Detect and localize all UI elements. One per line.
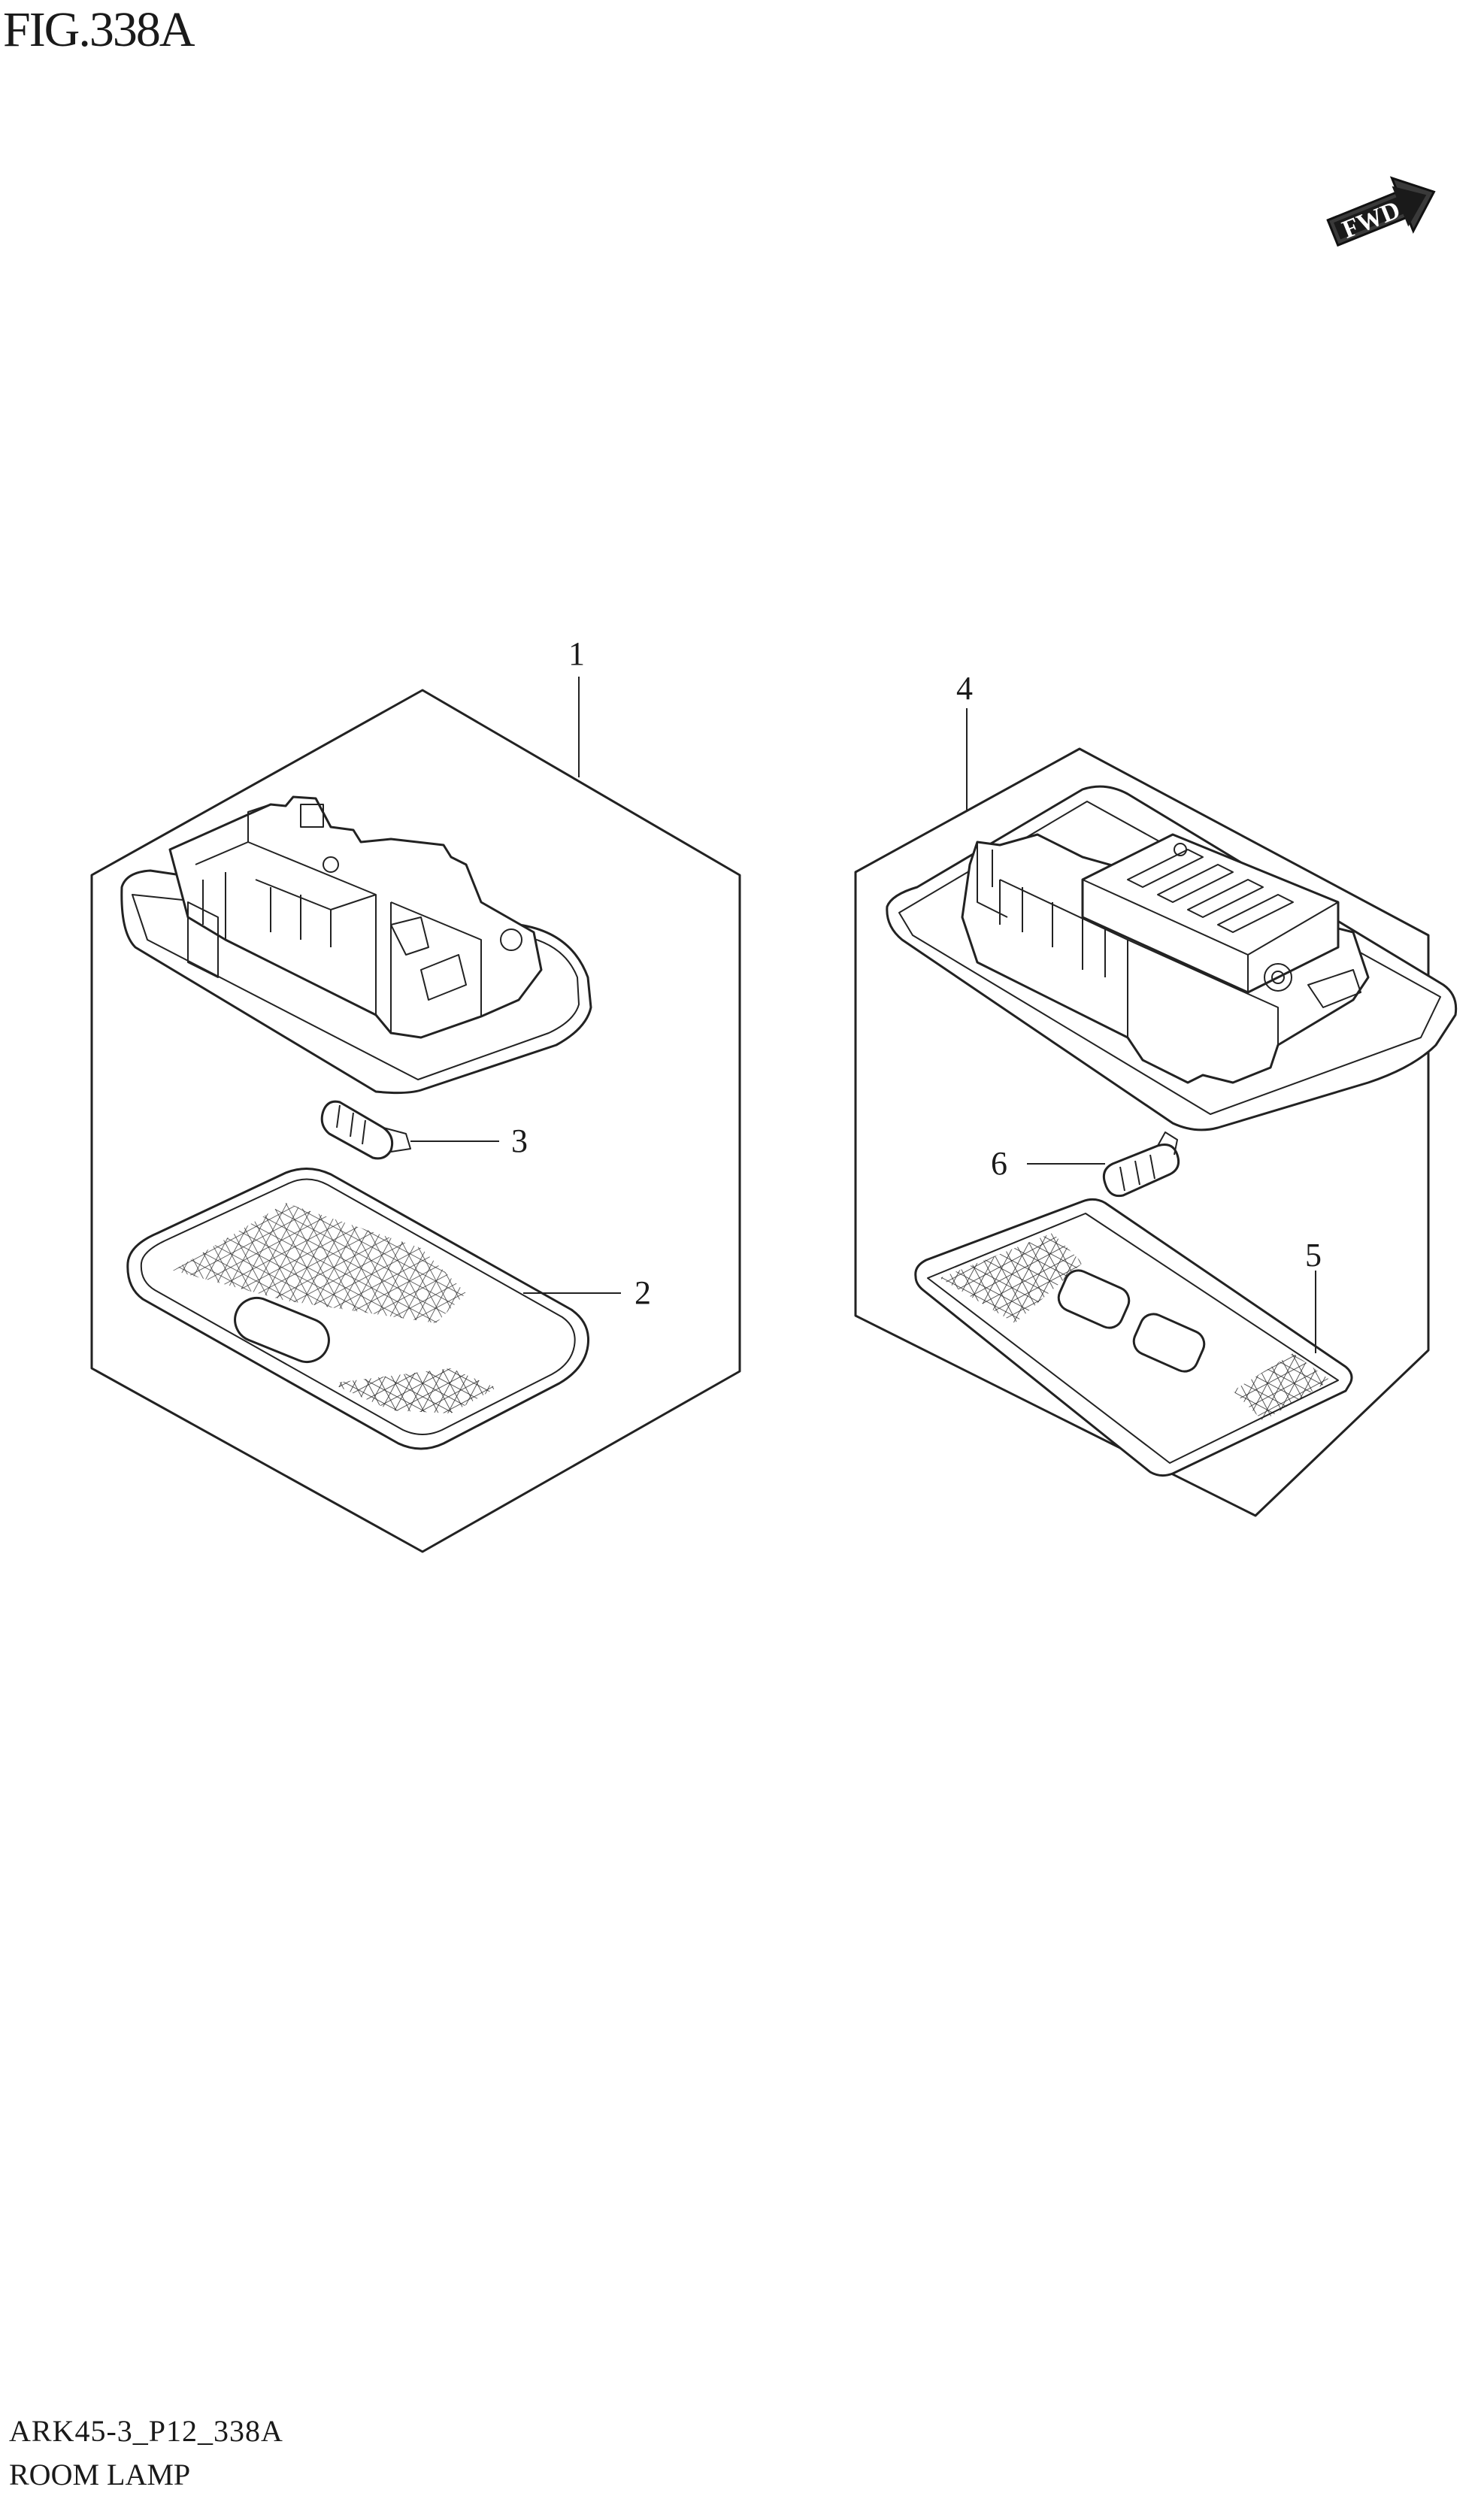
lens-part-2 xyxy=(126,1168,590,1450)
callout-number: 4 xyxy=(956,670,973,707)
room-lamp-assembly-right xyxy=(854,747,1458,1517)
callout-number: 3 xyxy=(511,1122,528,1159)
assembly-boundary-left xyxy=(90,689,741,1553)
fwd-arrow-icon: FWD xyxy=(1326,176,1436,247)
figure-title: FIG.338A xyxy=(3,2,195,57)
callout-3: 3 xyxy=(410,1122,528,1159)
callout-number: 5 xyxy=(1305,1237,1322,1274)
callout-1: 1 xyxy=(568,635,585,777)
bulb-part-3 xyxy=(320,1100,411,1160)
callout-6: 6 xyxy=(991,1145,1105,1182)
callout-2: 2 xyxy=(523,1274,651,1311)
callout-4: 4 xyxy=(956,670,973,810)
callout-5: 5 xyxy=(1305,1237,1322,1353)
lens-part-5 xyxy=(914,1198,1353,1477)
figure-name: ROOM LAMP xyxy=(9,2458,191,2491)
callout-number: 1 xyxy=(568,635,585,672)
assembly-boundary-right xyxy=(854,747,1430,1517)
bulb-part-6 xyxy=(1102,1131,1180,1198)
figure-code: ARK45-3_P12_338A xyxy=(9,2414,283,2448)
room-lamp-assembly-left xyxy=(90,689,741,1553)
callout-number: 2 xyxy=(634,1274,651,1311)
callout-number: 6 xyxy=(991,1145,1007,1182)
